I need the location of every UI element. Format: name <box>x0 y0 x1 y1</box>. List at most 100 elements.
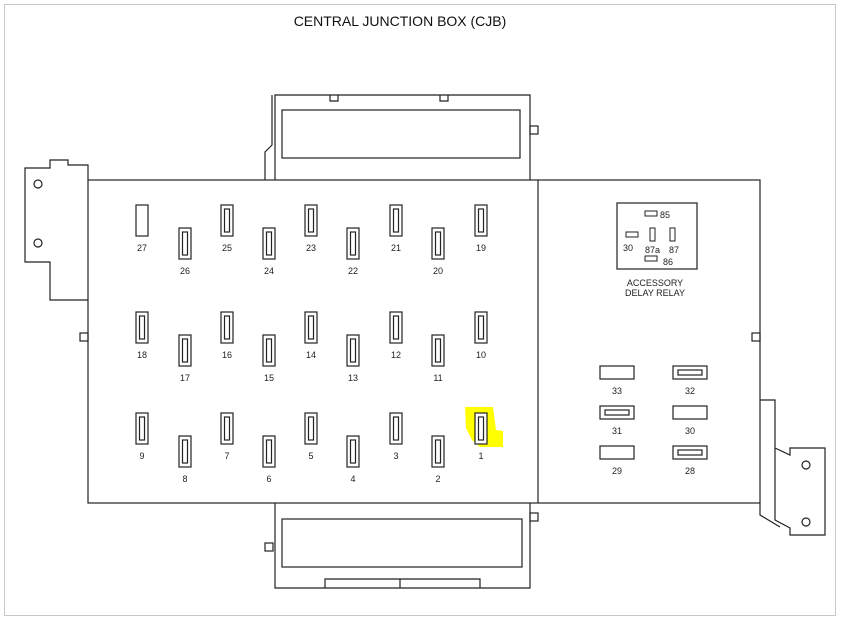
mounting-hole <box>801 460 811 470</box>
fuse-label: 19 <box>476 243 486 253</box>
fuse-element <box>392 208 400 233</box>
diagram-title: CENTRAL JUNCTION BOX (CJB) <box>293 13 507 29</box>
fuse-label: 18 <box>137 350 147 360</box>
accessory-delay-relay <box>616 202 698 270</box>
maxi-fuse-label: 31 <box>612 426 622 436</box>
fuse-21: 21 <box>389 204 403 253</box>
fuse-label: 15 <box>264 373 274 383</box>
fuse-label: 25 <box>222 243 232 253</box>
fuse-10: 10 <box>474 311 488 360</box>
fuse-label: 21 <box>391 243 401 253</box>
maxi-fuse-label: 32 <box>685 386 695 396</box>
fuse-20: 20 <box>431 227 445 276</box>
top-connector-window <box>281 109 521 159</box>
fuse-25: 25 <box>220 204 234 253</box>
fuse-5: 5 <box>304 412 318 461</box>
fuse-23: 23 <box>304 204 318 253</box>
fuse-label: 1 <box>478 451 483 461</box>
right-mounting-bracket <box>760 399 826 536</box>
maxi-fuse-31: 31 <box>599 405 635 436</box>
fuse-element <box>392 416 400 441</box>
fuse-label: 20 <box>433 266 443 276</box>
maxi-fuse-29: 29 <box>599 445 635 476</box>
fuse-element <box>223 315 231 340</box>
fuse-label: 4 <box>350 474 355 484</box>
fuse-22: 22 <box>346 227 360 276</box>
fuse-7: 7 <box>220 412 234 461</box>
mounting-hole <box>801 517 811 527</box>
fuse-element <box>265 338 273 363</box>
bottom-connector-housing <box>274 503 531 589</box>
relay-pin-label: 86 <box>663 257 673 267</box>
mounting-hole <box>33 238 43 248</box>
fuse-element <box>307 208 315 233</box>
left-mounting-bracket <box>24 159 89 301</box>
bottom-connector-window <box>281 518 523 568</box>
fuse-2: 2 <box>431 435 445 484</box>
fuse-label: 9 <box>139 451 144 461</box>
fuse-element <box>307 416 315 441</box>
mounting-hole <box>33 179 43 189</box>
fuse-label: 22 <box>348 266 358 276</box>
fuse-element <box>138 315 146 340</box>
fuse-17: 17 <box>178 334 192 383</box>
maxi-fuse-28: 28 <box>672 445 708 476</box>
fuse-label: 16 <box>222 350 232 360</box>
fuse-3: 3 <box>389 412 403 461</box>
fuse-label: 14 <box>306 350 316 360</box>
maxi-fuse-outline <box>672 405 708 420</box>
maxi-fuse-element <box>677 449 703 456</box>
fuse-element <box>349 231 357 256</box>
maxi-fuse-outline <box>599 445 635 460</box>
fuse-label: 24 <box>264 266 274 276</box>
fuse-label: 10 <box>476 350 486 360</box>
fuse-element <box>477 315 485 340</box>
maxi-fuse-element <box>677 369 703 376</box>
maxi-fuse-30: 30 <box>672 405 708 436</box>
maxi-fuse-label: 28 <box>685 466 695 476</box>
fuse-12: 12 <box>389 311 403 360</box>
fuse-element <box>181 338 189 363</box>
relay-pin-label: 87a <box>645 245 660 255</box>
relay-pin-86 <box>644 255 658 262</box>
fuse-element <box>392 315 400 340</box>
fuse-element <box>223 416 231 441</box>
relay-pin-87a <box>649 227 656 242</box>
fuse-15: 15 <box>262 334 276 383</box>
fuse-label: 12 <box>391 350 401 360</box>
relay-pin-87 <box>669 227 676 242</box>
fuse-label: 7 <box>224 451 229 461</box>
fuse-label: 11 <box>433 373 442 383</box>
fuse-element <box>181 439 189 464</box>
fuse-label: 2 <box>435 474 440 484</box>
fuse-label: 27 <box>137 243 147 253</box>
fuse-8: 8 <box>178 435 192 484</box>
fuse-element <box>223 208 231 233</box>
fuse-6: 6 <box>262 435 276 484</box>
fuse-16: 16 <box>220 311 234 360</box>
maxi-fuse-33: 33 <box>599 365 635 396</box>
fuse-1: 1 <box>474 412 488 461</box>
maxi-fuse-element <box>604 409 630 416</box>
maxi-fuse-outline <box>599 365 635 380</box>
fuse-element <box>349 439 357 464</box>
fuse-element <box>265 231 273 256</box>
fuse-label: 3 <box>393 451 398 461</box>
relay-label-line1: ACCESSORY <box>627 278 683 288</box>
fuse-label: 26 <box>180 266 190 276</box>
fuse-element <box>434 439 442 464</box>
fuse-element <box>307 315 315 340</box>
fuse-13: 13 <box>346 334 360 383</box>
relay-pin-85 <box>644 210 658 217</box>
maxi-fuse-32: 32 <box>672 365 708 396</box>
page-frame <box>4 4 836 616</box>
fuse-19: 19 <box>474 204 488 253</box>
fuse-26: 26 <box>178 227 192 276</box>
relay-label-line2: DELAY RELAY <box>625 288 685 298</box>
fuse-element <box>477 416 485 441</box>
fuse-label: 6 <box>266 474 271 484</box>
maxi-fuse-label: 30 <box>685 426 695 436</box>
top-connector-housing <box>274 94 531 180</box>
fuse-4: 4 <box>346 435 360 484</box>
